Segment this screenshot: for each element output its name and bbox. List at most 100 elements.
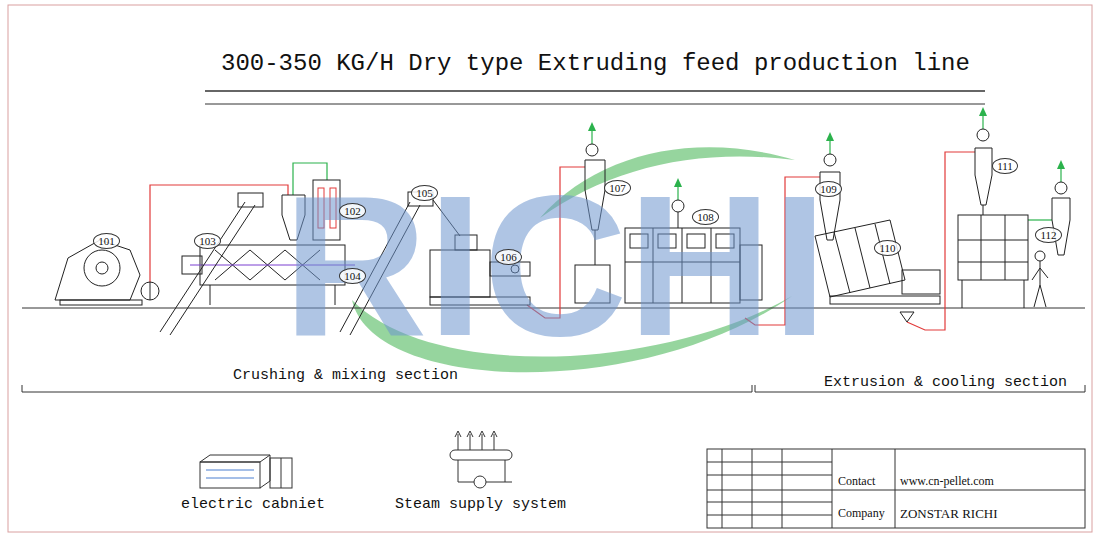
machine-drawing bbox=[170, 205, 255, 335]
machine-drawing bbox=[84, 250, 120, 286]
green-arrowhead bbox=[588, 122, 596, 131]
title-block-grid bbox=[722, 449, 723, 528]
callout-text: 112 bbox=[1040, 230, 1056, 241]
section-label: Crushing & mixing section bbox=[233, 367, 458, 384]
callout-number: 106 bbox=[495, 249, 522, 265]
machine-drawing bbox=[983, 205, 984, 215]
callout-text: 107 bbox=[609, 183, 626, 194]
machine-drawing bbox=[824, 154, 836, 166]
title-block-grid bbox=[707, 449, 1085, 528]
steam-system-icon bbox=[450, 431, 512, 488]
machine-drawing bbox=[855, 228, 870, 288]
title-block-grid bbox=[707, 502, 832, 503]
title-block-grid bbox=[707, 490, 1085, 491]
title-block-grid bbox=[707, 475, 832, 476]
watermark: RICHI bbox=[283, 166, 827, 366]
machine-drawing bbox=[902, 270, 940, 294]
electric-cabinet-icon bbox=[270, 458, 292, 488]
machine-drawing bbox=[160, 202, 245, 332]
steam-system-icon bbox=[450, 450, 512, 460]
electric-cabinet-icon bbox=[281, 458, 282, 488]
electric-cabinet-icon bbox=[200, 455, 292, 488]
title-block-grid bbox=[895, 449, 896, 528]
machine-drawing bbox=[1052, 198, 1070, 255]
callout-number: 107 bbox=[604, 180, 631, 196]
callout-text: 110 bbox=[879, 243, 895, 254]
table-cell: www.cn-pellet.com bbox=[900, 475, 994, 489]
machine-drawing bbox=[586, 144, 598, 156]
green-arrowhead bbox=[826, 132, 834, 141]
machine-drawing bbox=[830, 296, 940, 304]
callout-number: 101 bbox=[93, 233, 120, 249]
machine-drawing bbox=[141, 282, 159, 300]
machine-drawing bbox=[981, 215, 982, 280]
table-cell: Company bbox=[838, 507, 885, 521]
machine-drawing bbox=[1024, 280, 1025, 308]
callout-text: 109 bbox=[820, 184, 837, 195]
callout-number: 109 bbox=[815, 181, 842, 197]
green-arrowhead bbox=[979, 107, 987, 116]
electric-cabinet-icon bbox=[260, 481, 270, 488]
machine-drawing bbox=[958, 240, 1028, 241]
electric-cabinet-icon bbox=[206, 470, 254, 471]
machine-drawing bbox=[900, 312, 914, 322]
red-pipe bbox=[907, 152, 975, 330]
legend-text: Steam supply system bbox=[395, 496, 566, 513]
electric-cabinet-icon bbox=[200, 455, 270, 462]
steam-system-icon bbox=[458, 434, 494, 450]
title-block-grid bbox=[707, 515, 832, 516]
title-underline bbox=[205, 90, 985, 92]
steam-system-icon bbox=[474, 476, 486, 488]
machine-drawing bbox=[210, 285, 211, 305]
callout-text: 102 bbox=[344, 206, 361, 217]
diagram-title: 300-350 KG/H Dry type Extruding feed pro… bbox=[221, 50, 970, 78]
callout-number: 112 bbox=[1035, 227, 1062, 243]
callout-number: 104 bbox=[339, 268, 366, 284]
machine-drawing bbox=[977, 129, 989, 141]
machine-drawing bbox=[958, 262, 1028, 263]
machine-drawing bbox=[834, 232, 850, 293]
section-label: Extrusion & cooling section bbox=[824, 374, 1067, 391]
machine-drawing bbox=[182, 256, 202, 274]
title-underline bbox=[205, 91, 985, 104]
table-cell: Contact bbox=[838, 475, 875, 489]
electric-cabinet-icon bbox=[200, 462, 260, 488]
green-arrowhead bbox=[1057, 160, 1065, 169]
callout-text: 101 bbox=[98, 236, 115, 247]
title-block-grid bbox=[752, 449, 753, 528]
callout-text: 104 bbox=[344, 271, 361, 282]
machine-drawing bbox=[1005, 215, 1006, 280]
machine-drawing bbox=[958, 215, 1028, 280]
legend-text: electric cabniet bbox=[181, 496, 325, 513]
machine-drawing bbox=[975, 148, 992, 205]
machine-drawing bbox=[60, 300, 142, 305]
callout-number: 103 bbox=[194, 233, 221, 249]
callout-number: 105 bbox=[411, 185, 438, 201]
steam-system-icon bbox=[455, 431, 497, 437]
section-bracket bbox=[22, 385, 752, 392]
callout-number: 110 bbox=[874, 240, 901, 256]
green-pipe bbox=[1028, 219, 1052, 220]
red-pipe bbox=[150, 185, 288, 282]
machine-drawing bbox=[1055, 182, 1067, 194]
callout-text: 105 bbox=[416, 188, 433, 199]
title-block-grid bbox=[707, 462, 832, 463]
machine-drawing bbox=[238, 193, 263, 207]
machine-drawing bbox=[150, 282, 151, 300]
title-underline bbox=[205, 104, 985, 105]
electric-cabinet-icon bbox=[206, 478, 254, 479]
page-border bbox=[8, 5, 1092, 532]
callout-number: 102 bbox=[339, 203, 366, 219]
title-block-grid bbox=[832, 449, 833, 528]
machine-drawing bbox=[1032, 261, 1048, 307]
title-block-grid bbox=[707, 449, 1085, 528]
callout-text: 106 bbox=[500, 252, 517, 263]
machine-drawing bbox=[55, 240, 140, 300]
machine-drawing bbox=[1035, 251, 1045, 261]
callout-number: 111 bbox=[992, 158, 1018, 174]
callout-text: 111 bbox=[997, 161, 1013, 172]
machine-drawing bbox=[96, 262, 108, 274]
machine-drawing bbox=[962, 280, 963, 308]
machine-drawing bbox=[815, 220, 905, 297]
callout-text: 103 bbox=[199, 236, 216, 247]
